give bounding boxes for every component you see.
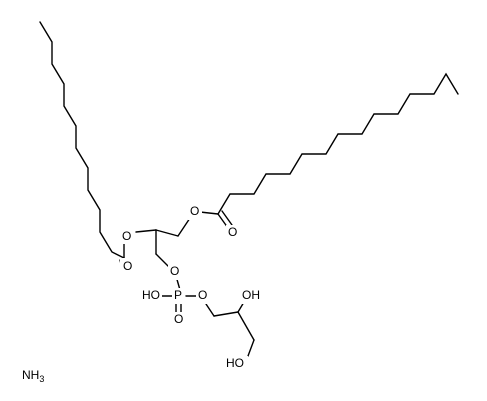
primary-hydroxyl-label: HO <box>226 356 244 370</box>
secondary-hydroxyl-label: OH <box>242 288 260 302</box>
glycerol-c2-c1 <box>155 229 179 237</box>
left-ester-o-to-c2 <box>135 229 157 233</box>
ester1-oxygen-label: O <box>122 229 131 243</box>
head-ch2-ch <box>213 311 239 317</box>
ammonia-nh-text: NH <box>22 368 39 382</box>
right-ester-o-to-c <box>199 211 219 215</box>
glycerol-c1-o <box>177 217 191 237</box>
right-acyl-chain <box>217 72 459 215</box>
ammonia-subscript: 3 <box>39 374 44 384</box>
right-carbonyl-bond-b <box>221 210 233 226</box>
head-ch-ch2 <box>237 311 255 341</box>
ester2-oxygen-label: O <box>190 204 199 218</box>
phosphorus-label: P <box>174 288 182 302</box>
ester1-carbonyl-oxygen-label: O <box>123 259 132 273</box>
glycerol-c3-o <box>155 253 171 269</box>
phosphate-oxygen-2-label: O <box>198 288 207 302</box>
ester2-carbonyl-oxygen-label: O <box>228 225 237 239</box>
phosphate-double-oxygen-label: O <box>174 312 183 326</box>
phosphate-oxygen-1-label: O <box>170 264 179 278</box>
left-acyl-chain <box>39 21 125 259</box>
phosphate-hydroxyl-label: HO <box>142 288 160 302</box>
o2-to-ch2 <box>205 303 215 317</box>
head-ch2-oh <box>247 339 255 357</box>
ammonia-counterion-label: NH3 <box>22 368 44 384</box>
